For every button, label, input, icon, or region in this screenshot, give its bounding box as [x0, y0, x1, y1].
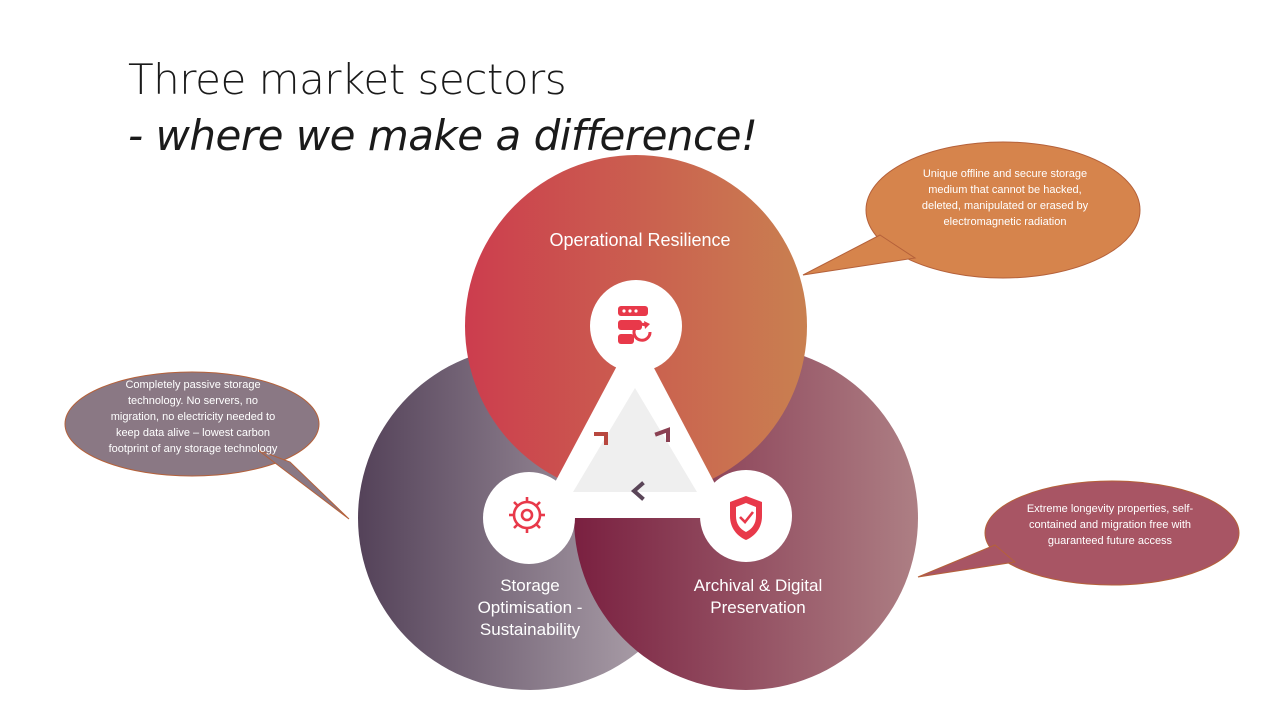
callout-operational	[802, 141, 1141, 279]
title-line-1: Three market sectors	[128, 55, 567, 104]
slide-title: Three market sectors - where we make a d…	[128, 52, 758, 164]
cycle-arrows	[594, 427, 670, 501]
callout-archival-text: Extreme longevity properties, self-conta…	[1026, 503, 1194, 547]
label-archival-preservation: Archival & Digital Preservation	[668, 575, 848, 619]
title-line-2: - where we make a difference!	[128, 111, 758, 160]
label-storage-optimisation: Storage Optimisation - Sustainability	[440, 575, 620, 641]
arrow-right-icon	[654, 427, 670, 442]
label-archival-line-2: Preservation	[710, 598, 806, 617]
icon-archival	[700, 470, 792, 562]
callout-archival	[917, 480, 1240, 586]
server-restore-icon	[618, 306, 652, 344]
shield-check-icon	[730, 496, 762, 540]
callout-storage-text: Completely passive storage technology. N…	[108, 379, 278, 455]
label-operational-resilience: Operational Resilience	[549, 230, 731, 250]
label-archival-line-1: Archival & Digital	[693, 576, 823, 595]
icon-storage	[483, 472, 575, 564]
arrow-left-icon	[594, 432, 608, 445]
label-storage-line-3: Sustainability	[479, 620, 581, 639]
arrow-bottom-icon	[630, 481, 645, 501]
gear-search-icon	[509, 497, 545, 533]
icon-operational	[590, 280, 682, 372]
label-storage-line-2: Optimisation -	[477, 598, 583, 617]
callout-operational-text: Unique offline and secure storage medium…	[921, 168, 1089, 228]
callout-storage	[64, 371, 350, 520]
label-storage-line-1: Storage	[500, 576, 560, 595]
center-triangle-inner	[573, 388, 697, 492]
